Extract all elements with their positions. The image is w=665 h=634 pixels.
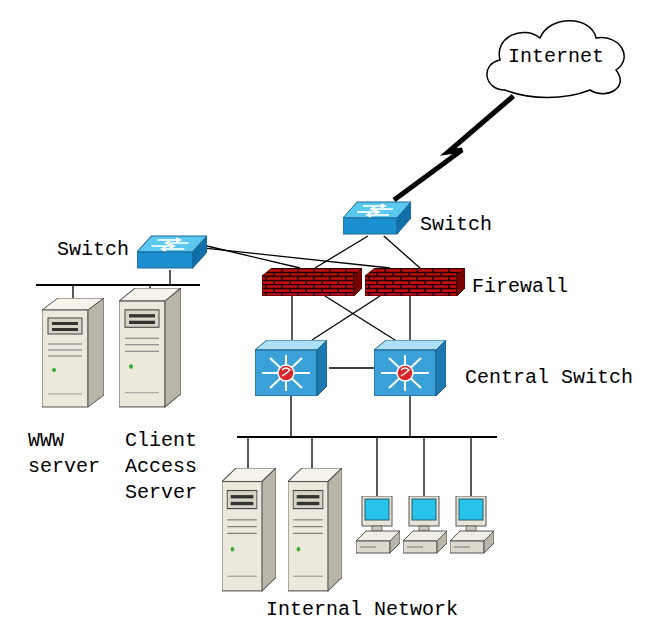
server-bus: [36, 284, 200, 286]
node-label: Internet: [485, 44, 627, 70]
node-label: Firewall: [472, 274, 568, 300]
core-switch-icon: [255, 340, 327, 396]
wire: [169, 270, 170, 285]
firewall-icon: [365, 268, 465, 296]
node-label: Switch: [420, 212, 492, 238]
internet-cloud-node: Internet: [485, 18, 627, 96]
wire: [72, 285, 73, 300]
wire: [311, 437, 312, 470]
access-server-node: Client Access Server: [119, 288, 181, 408]
node-label: Switch: [57, 237, 129, 263]
pc-icon: [403, 496, 447, 553]
link-line: [409, 396, 410, 437]
layout-wires: [36, 236, 497, 496]
server-icon: [42, 298, 104, 407]
wire: [376, 437, 377, 496]
wire: [423, 437, 424, 496]
wire: [470, 437, 471, 496]
wire: [329, 367, 374, 368]
core-switch-icon: [374, 340, 446, 396]
link-line: [207, 248, 390, 268]
node-label: Internal Network: [222, 597, 502, 623]
node-label: Central Switch: [465, 365, 633, 391]
link-line: [384, 236, 420, 268]
internal-bus: [237, 436, 497, 438]
node-label: Client Access Server: [125, 428, 220, 506]
switch-node: Switch: [137, 234, 207, 270]
link-line: [409, 296, 410, 340]
server-icon: [119, 288, 181, 407]
switch-icon: [343, 202, 411, 234]
node-label: WWW server: [28, 428, 103, 480]
wire: [291, 296, 292, 340]
server-icon: [222, 468, 276, 591]
internal-network-node: Internal Network: [222, 437, 502, 597]
pc-icon: [450, 496, 494, 553]
firewall-icon: [262, 268, 362, 296]
switch-node: Switch: [343, 200, 411, 236]
switch-icon: [137, 236, 207, 268]
central-switch-node: Central Switch: [374, 340, 446, 396]
wire: [325, 296, 395, 340]
pc-icon: [356, 496, 400, 553]
wire: [290, 396, 291, 437]
www-server-node: WWW server: [42, 298, 104, 408]
wire: [312, 296, 380, 340]
firewall-node: Firewall: [365, 268, 465, 296]
wire: [247, 437, 248, 470]
lightning-link: [394, 96, 513, 200]
server-icon: [288, 468, 342, 591]
